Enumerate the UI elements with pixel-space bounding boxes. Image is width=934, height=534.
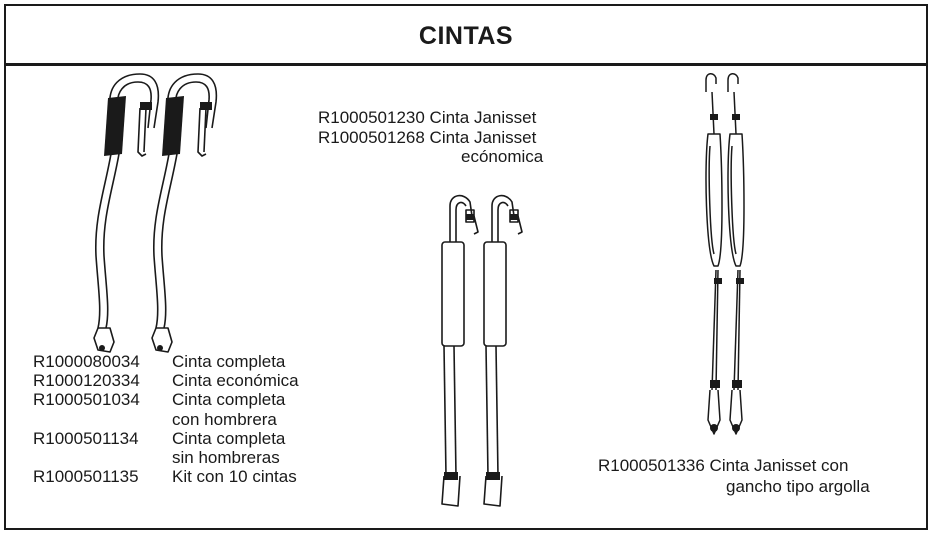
list-item: R1000501034 Cinta completa bbox=[33, 390, 299, 409]
list-item-continuation: sin hombreras bbox=[33, 448, 299, 467]
product-description: Cinta económica bbox=[172, 371, 299, 391]
product-label-continued: ecónomica bbox=[461, 147, 544, 166]
list-item-continuation: con hombrera bbox=[33, 410, 299, 429]
product-description: Cinta completa bbox=[172, 428, 286, 448]
middle-product-labels: R1000501230 Cinta Janisset R1000501268 C… bbox=[318, 108, 543, 167]
page-title: CINTAS bbox=[418, 22, 514, 50]
product-description-continued: sin hombreras bbox=[172, 448, 280, 468]
complete-strap-illustration bbox=[93, 73, 218, 353]
product-label-continued: gancho tipo argolla bbox=[726, 477, 870, 496]
product-description: Cinta completa bbox=[172, 352, 286, 371]
right-product-labels: R1000501336 Cinta Janisset con gancho ti… bbox=[598, 455, 870, 497]
title-bar: CINTAS bbox=[4, 4, 928, 66]
janisset-strap-illustration bbox=[441, 194, 523, 507]
product-description: Cinta completa bbox=[172, 390, 286, 410]
left-product-list: R1000080034 Cinta completa R1000120334 C… bbox=[33, 352, 299, 486]
hook-strap-illustration bbox=[705, 73, 745, 435]
product-code: R1000080034 bbox=[33, 352, 140, 371]
product-code: R1000501034 bbox=[33, 390, 140, 410]
product-description-continued: con hombrera bbox=[172, 409, 277, 429]
list-item: R1000501134 Cinta completa bbox=[33, 429, 299, 448]
product-code: R1000120334 bbox=[33, 371, 140, 391]
product-code: R1000501135 bbox=[33, 467, 139, 487]
product-label: R1000501268 Cinta Janisset bbox=[318, 127, 537, 147]
list-item: R1000120334 Cinta económica bbox=[33, 371, 299, 390]
product-label: R1000501230 Cinta Janisset bbox=[318, 108, 537, 127]
product-code: R1000501134 bbox=[33, 428, 139, 448]
product-description: Kit con 10 cintas bbox=[172, 467, 297, 487]
list-item: R1000080034 Cinta completa bbox=[33, 352, 299, 371]
list-item: R1000501135 Kit con 10 cintas bbox=[33, 467, 299, 486]
product-label: R1000501336 Cinta Janisset con bbox=[598, 456, 849, 475]
